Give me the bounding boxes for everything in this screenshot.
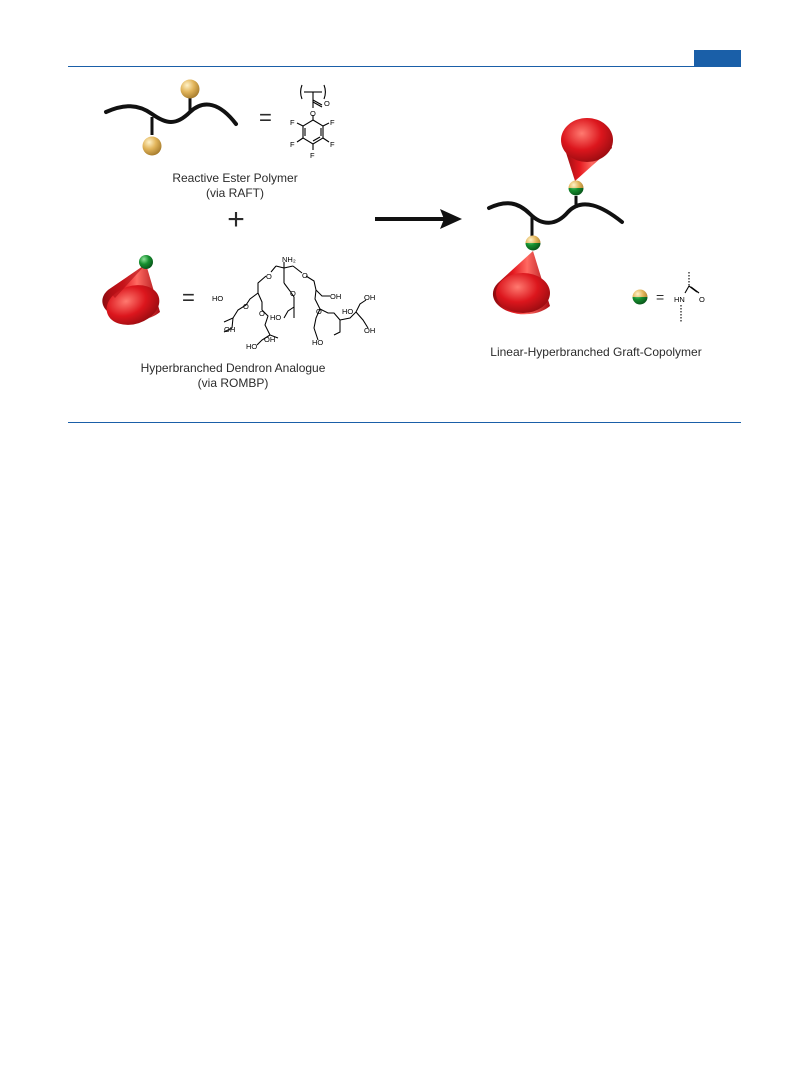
- equals-sign: =: [259, 105, 272, 130]
- reaction-scheme: = O O F F F F F Reactive Ester Polymer (…: [102, 79, 705, 390]
- hydroxyl-label: HO: [246, 342, 257, 351]
- reactive-ester-label-line2: (via RAFT): [206, 186, 264, 200]
- graft-copolymer-graphic: [487, 118, 624, 315]
- hydroxyl-label: HO: [342, 307, 353, 316]
- hydroxyl-label: HO: [270, 313, 281, 322]
- atom-label: O: [310, 109, 316, 118]
- dendron-label-line1: Hyperbranched Dendron Analogue: [141, 361, 326, 375]
- reactive-ester-polymer-graphic: [104, 79, 238, 156]
- hydroxyl-label: HO: [212, 294, 223, 303]
- ether-oxygen-label: O: [243, 302, 249, 311]
- dendron-structure: [223, 262, 369, 346]
- equals-sign: =: [656, 289, 664, 305]
- amide-nh-label: HN: [674, 295, 685, 304]
- reactive-ester-label-line1: Reactive Ester Polymer: [172, 171, 297, 185]
- atom-label: F: [290, 118, 295, 127]
- atom-label: F: [330, 140, 335, 149]
- hydroxyl-label: OH: [364, 326, 375, 335]
- ether-oxygen-label: O: [259, 309, 265, 318]
- reaction-arrow: [375, 209, 462, 229]
- ether-oxygen-label: O: [266, 272, 272, 281]
- atom-label: F: [310, 151, 315, 160]
- atom-label: F: [290, 140, 295, 149]
- amine-bead-icon: [139, 255, 153, 269]
- ether-oxygen-label: O: [290, 289, 296, 298]
- hydroxyl-label: OH: [364, 293, 375, 302]
- header-tab: [694, 50, 741, 67]
- dendron-label-line2: (via ROMBP): [198, 376, 269, 390]
- amine-group-label: NH₂: [282, 255, 296, 264]
- atom-label: F: [330, 118, 335, 127]
- hydroxyl-label: OH: [224, 325, 235, 334]
- dendron-cone-graphic: [102, 255, 160, 325]
- hydroxyl-label: OH: [264, 335, 275, 344]
- hydroxyl-label: OH: [330, 292, 341, 301]
- pentafluorophenyl-ester-structure: [296, 84, 330, 150]
- amide-structure: [680, 272, 700, 322]
- equals-sign: =: [182, 285, 195, 310]
- hydroxyl-label: HO: [312, 338, 323, 347]
- amide-o-label: O: [699, 295, 705, 304]
- top-rule: [68, 66, 741, 67]
- plus-sign: +: [227, 203, 245, 236]
- ether-oxygen-label: O: [302, 271, 308, 280]
- ether-oxygen-label: O: [316, 307, 322, 316]
- ester-bead-icon: [142, 136, 162, 156]
- ester-bead-icon: [180, 79, 200, 99]
- amide-bead-icon: [632, 289, 648, 305]
- product-label: Linear-Hyperbranched Graft-Copolymer: [490, 345, 701, 359]
- atom-label: O: [324, 99, 330, 108]
- bottom-rule: [68, 422, 741, 423]
